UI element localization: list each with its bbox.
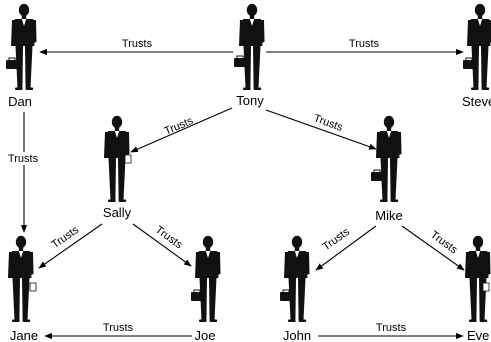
arrow-tony-to-sally	[130, 107, 233, 153]
node-label-sally: Sally	[103, 205, 132, 220]
node-dan: Dan	[5, 3, 37, 109]
document-icon	[29, 282, 37, 292]
edge-label-mike-john: Trusts	[321, 226, 353, 254]
edge-label-tony-mike: Trusts	[312, 112, 345, 134]
node-label-jane: Jane	[10, 328, 38, 342]
edge-label-tony-dan: Trusts	[122, 38, 153, 50]
node-mike: Mike	[370, 115, 403, 223]
edge-label-sally-joe: Trusts	[153, 224, 185, 252]
edge-label-joe-jane: Trusts	[103, 322, 134, 334]
person-silhouette-icon	[465, 235, 491, 322]
person-silhouette-icon	[376, 115, 402, 202]
edge-sally-jane: Trusts	[38, 223, 103, 269]
person-silhouette-icon	[239, 3, 265, 90]
edge-tony-steve: Trusts	[266, 38, 464, 56]
node-steve: Steve	[462, 3, 491, 109]
edge-label-sally-jane: Trusts	[49, 224, 81, 251]
node-label-mike: Mike	[375, 208, 402, 223]
edge-label-tony-sally: Trusts	[163, 115, 196, 138]
edge-joe-jane: Trusts	[44, 322, 192, 340]
person-silhouette-icon	[11, 3, 37, 90]
arrow-sally-to-jane	[38, 223, 103, 269]
edge-tony-mike: Trusts	[265, 109, 377, 150]
person-silhouette-icon	[195, 235, 221, 322]
edge-mike-eve: Trusts	[401, 225, 465, 271]
person-silhouette-icon	[8, 235, 34, 322]
node-label-john: John	[283, 328, 311, 342]
node-tony: Tony	[233, 3, 265, 108]
document-icon	[482, 282, 490, 292]
node-label-tony: Tony	[236, 93, 264, 108]
edge-label-tony-steve: Trusts	[349, 38, 380, 50]
node-sally: Sally	[103, 115, 132, 220]
arrow-sally-to-joe	[132, 223, 192, 267]
person-silhouette-icon	[284, 235, 310, 322]
node-joe: Joe	[190, 235, 221, 342]
arrow-tony-to-mike	[265, 109, 377, 150]
node-john: John	[279, 235, 311, 342]
node-jane: Jane	[8, 235, 38, 342]
node-label-dan: Dan	[8, 94, 32, 109]
document-icon	[124, 154, 132, 164]
edge-label-mike-eve: Trusts	[428, 229, 460, 257]
edge-mike-john: Trusts	[315, 225, 377, 271]
node-eve: Eve	[465, 235, 491, 342]
arrow-mike-to-john	[315, 225, 377, 271]
person-silhouette-icon	[467, 3, 491, 90]
edge-john-eve: Trusts	[318, 322, 464, 340]
edge-label-dan-jane: Trusts	[8, 153, 39, 165]
node-label-eve: Eve	[467, 328, 489, 342]
edge-label-john-eve: Trusts	[376, 322, 407, 334]
edge-dan-jane: Trusts	[5, 112, 43, 233]
edge-tony-sally: Trusts	[130, 107, 233, 153]
arrow-mike-to-eve	[401, 225, 465, 271]
node-label-steve: Steve	[462, 94, 491, 109]
node-label-joe: Joe	[195, 328, 216, 342]
edge-sally-joe: Trusts	[132, 223, 192, 267]
edge-tony-dan: Trusts	[39, 38, 233, 56]
